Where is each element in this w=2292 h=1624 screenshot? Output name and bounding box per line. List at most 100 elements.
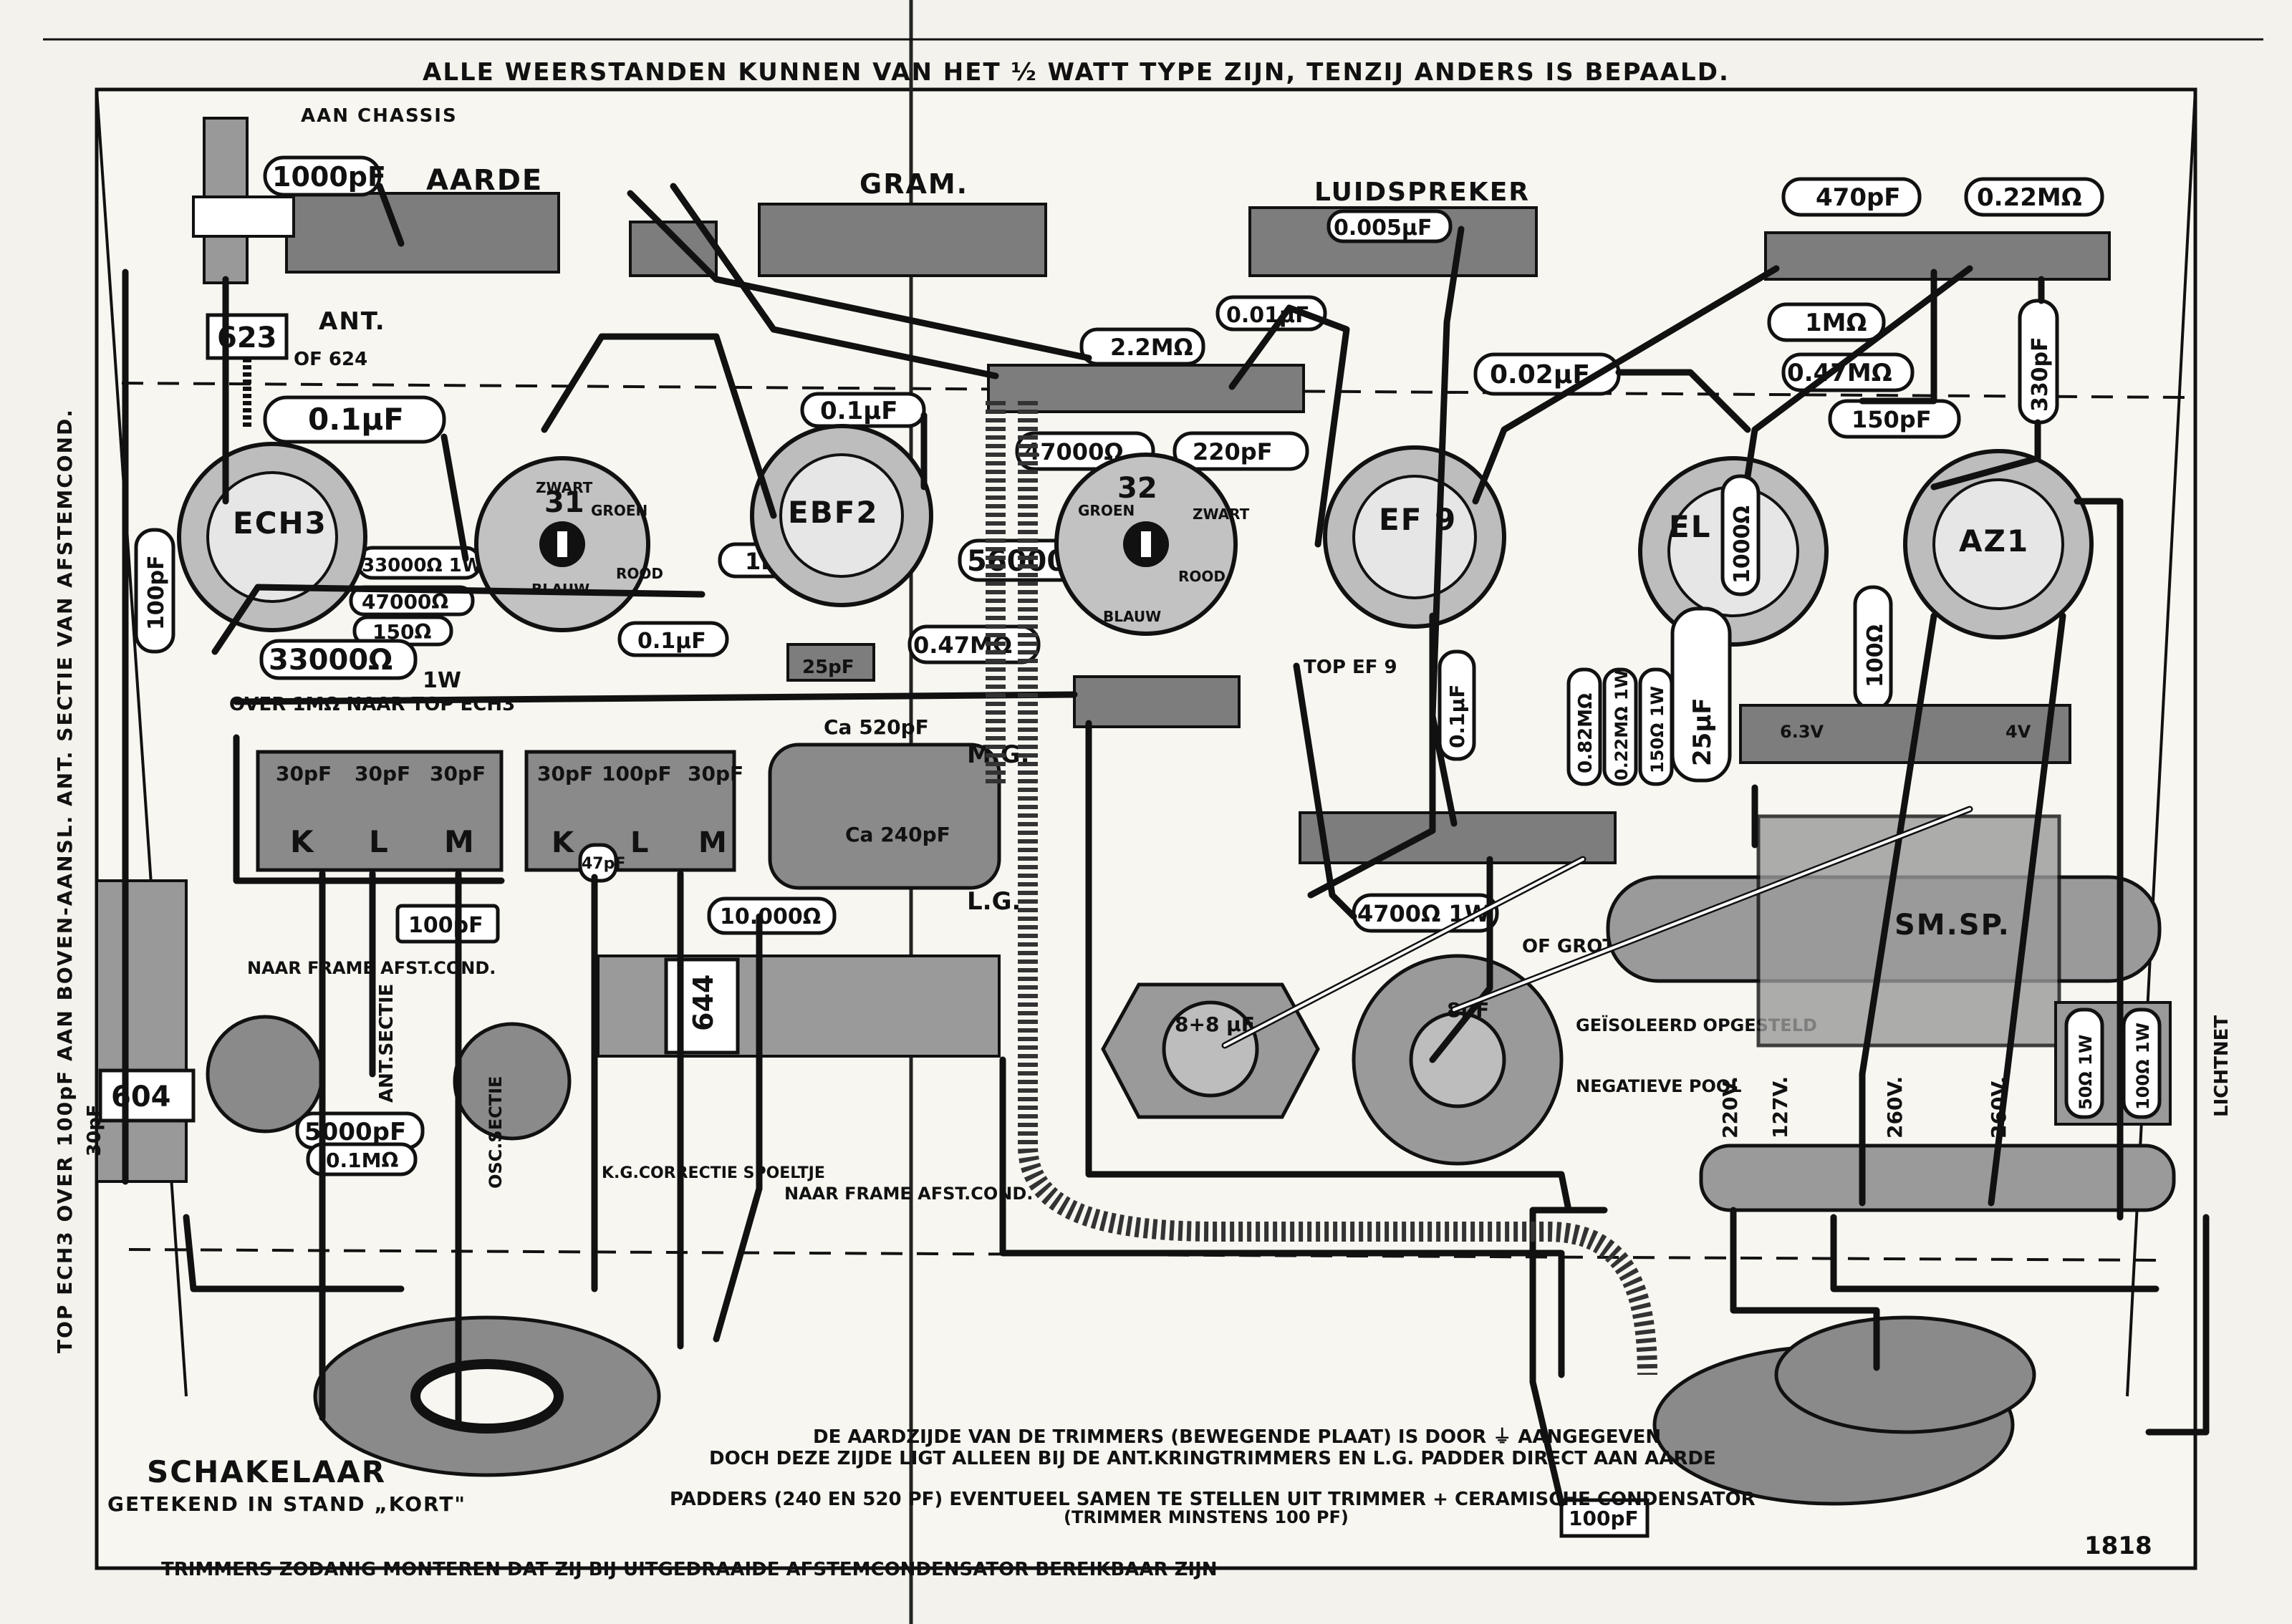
w-1w: 1W (423, 668, 461, 693)
c-220pf: 220pF (1193, 438, 1273, 465)
r-100: 100Ω (1863, 624, 1888, 687)
padder-ca520: Ca 520pF (824, 715, 929, 739)
c-100pf-bottom: 100pF (1569, 1507, 1639, 1530)
c-47pf: 47pF (582, 855, 625, 873)
c-002uf: 0.02µF (1490, 360, 1590, 390)
coil-604-label: 604 (111, 1081, 171, 1113)
r-022m-1w: 0.22MΩ 1W (1612, 670, 1632, 780)
mains-resistors: 50Ω 1W 100Ω 1W LICHTNET (2054, 1001, 2233, 1126)
trimmer-m2: M (698, 826, 727, 859)
top-note: ALLE WEERSTANDEN KUNNEN VAN HET ½ WATT T… (423, 58, 1730, 87)
note-bottom: TRIMMERS ZODANIG MONTEREN DAT ZIJ BIJ UI… (161, 1559, 1218, 1580)
c-1000pf: 1000pF (272, 161, 386, 193)
trimmer-l2: L (630, 826, 649, 859)
tube-ef9: EF 9 TOP EF 9 (1304, 445, 1506, 678)
aarde-strip: AARDE AAN CHASSIS ANT. 1000pF (192, 105, 560, 336)
c-30pf-side: 30pF (84, 1104, 105, 1156)
c-01uf-vert: 0.1µF (1445, 685, 1469, 748)
coil-604-stack: 604 30pF NAAR FRAME AFST.COND. ANT.SECTI… (84, 879, 496, 1183)
c-470pf: 470pF (1816, 183, 1901, 212)
c-100pf-mid: 100pF (408, 913, 483, 938)
trimmer-block-2: 30pF 100pF 30pF K L M 47pF (524, 750, 743, 883)
trimmer-block-1: OVER 1MΩ NAAR TOP ECH3 30pF 30pF 30pF K … (229, 694, 515, 872)
r-50-1w: 50Ω 1W (2076, 1035, 2096, 1110)
volume-pot: 100pF (1559, 1315, 2036, 1538)
coil31-blauw: BLAUW (531, 581, 589, 598)
switch-title: SCHAKELAAR (147, 1454, 386, 1489)
c-001uf: 0.01µF (1226, 303, 1310, 328)
osc-and-coil-644: OSC.SECTIE 644 K.G.CORRECTIE SPOELTJE NA… (453, 954, 1033, 1204)
trimmer-k2: K (552, 826, 575, 859)
c-0005uf: 0.005µF (1334, 216, 1432, 241)
r-1000: 1000Ω (1730, 506, 1755, 584)
coil-644-label: 644 (688, 975, 719, 1031)
coil-32-label: 32 (1117, 472, 1157, 505)
r-47000-ech3: 47000Ω (362, 590, 448, 614)
trimmer-t1: 30pF (276, 762, 332, 786)
top-ef9-label: TOP EF 9 (1304, 657, 1397, 678)
aarde-label: AARDE (426, 164, 543, 197)
elco-8-8: 8+8 µF (1101, 982, 1320, 1119)
coil-lead-labels: ZWART GROEN BLAUW ROOD GROEN ZWART BLAUW… (531, 479, 1250, 625)
coil31-zwart: ZWART (536, 479, 593, 496)
negatieve-pool-label: NEGATIEVE POOL (1576, 1076, 1742, 1096)
r-022m-top: 0.22MΩ (1977, 183, 2082, 212)
c-100pf-vert: 100pF (144, 555, 169, 630)
elco-8: 8µF OF GROTER GEÏSOLEERD OPGESTELD NEGAT… (1352, 936, 1817, 1166)
small-resistors-mid: 100pF 10.000Ω (395, 896, 837, 944)
r-33000: 33000Ω (269, 644, 393, 677)
c-330pf: 330pF (2028, 337, 2053, 412)
r-10000: 10.000Ω (720, 904, 821, 929)
tube-el3: EL 3 1000Ω (1638, 456, 1829, 647)
notes: DE AARDZIJDE VAN DE TRIMMERS (BEWEGENDE … (161, 1426, 2152, 1580)
coil32-blauw: BLAUW (1103, 608, 1161, 625)
trimmer-l1: L (369, 824, 388, 859)
coil32-rood: ROOD (1178, 568, 1226, 585)
trimmer-t5: 100pF (602, 762, 672, 786)
trimmer-t4: 30pF (537, 762, 593, 786)
ech3-area-components: 0.1µF 100pF 33000Ω 1W 47000Ω 150Ω 33000Ω… (134, 395, 482, 693)
tube-az1: AZ1 (1903, 449, 2094, 639)
note-trimmers-earth-2: DOCH DEZE ZIJDE LIGT ALLEEN BIJ DE ANT.K… (709, 1448, 1716, 1469)
c-01uf-ech3: 0.1µF (308, 402, 404, 437)
side-note: TOP ECH3 OVER 100pF AAN BOVEN-AANSL. ANT… (53, 408, 77, 1353)
kg-correctie-label: K.G.CORRECTIE SPOELTJE (602, 1164, 825, 1182)
trimmer-t3: 30pF (430, 762, 486, 786)
r-1m-top: 1MΩ (1805, 309, 1867, 337)
note-padders-1: PADDERS (240 EN 520 PF) EVENTUEEL SAMEN … (670, 1489, 1756, 1510)
r-082m: 0.82MΩ (1575, 693, 1597, 773)
v-4: 4V (2006, 722, 2031, 742)
coil31-rood: ROOD (616, 565, 663, 582)
trimmer-t2: 30pF (355, 762, 410, 786)
gram-strip: GRAM. (629, 168, 1047, 277)
tube-ef9-label: EF 9 (1379, 502, 1457, 537)
note-padders-2: (TRIMMER MINSTENS 100 PF) (1064, 1507, 1349, 1527)
gram-label: GRAM. (860, 168, 968, 200)
c-01uf-ebf2: 0.1µF (820, 397, 897, 425)
v-260a-label: 260V. (1883, 1076, 1907, 1139)
elco-88-label: 8+8 µF (1175, 1012, 1255, 1036)
trimmer-k1: K (290, 824, 314, 859)
coil-31-label: 31 (544, 486, 584, 519)
power-area-components: 0.1µF 0.82MΩ 0.22MΩ 1W 150Ω 1W 25µF 100Ω… (1438, 585, 2071, 786)
tube-ebf2-label: EBF2 (788, 495, 879, 530)
r-4700-1w: 4700Ω 1W (1357, 900, 1490, 927)
c-25uf: 25µF (1688, 697, 1717, 766)
wave-switch: SCHAKELAAR GETEKEND IN STAND „KORT" (107, 1315, 661, 1516)
r-47000-top: 47000Ω (1024, 438, 1124, 465)
coil32-zwart: ZWART (1193, 506, 1250, 523)
right-top-strip: 470pF 0.22MΩ 1MΩ 0.47MΩ 150pF 330pF (1764, 177, 2111, 439)
tube-az1-label: AZ1 (1959, 523, 2029, 559)
ant-sectie-label: ANT.SECTIE (376, 984, 398, 1103)
trimmer-t6: 30pF (688, 762, 743, 786)
figure-number: 1818 (2084, 1532, 2152, 1560)
osc-sectie-label: OSC.SECTIE (486, 1076, 506, 1189)
luidspreker-strip: LUIDSPREKER 0.005µF (1248, 178, 1538, 277)
tube-ebf2: EBF2 (750, 424, 933, 607)
r-100-1w: 100Ω 1W (2133, 1023, 2153, 1110)
coil-32: 32 (1054, 453, 1238, 636)
v-63: 6.3V (1780, 722, 1824, 742)
r-150-1w: 150Ω 1W (1647, 686, 1667, 773)
c-01uf-mid: 0.1µF (637, 629, 706, 654)
